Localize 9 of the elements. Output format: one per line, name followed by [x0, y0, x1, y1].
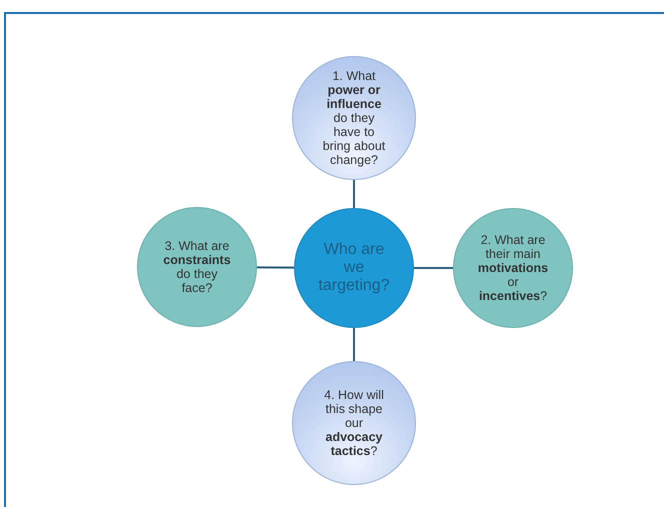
circle-text: 3. What are constraints do they face? — [162, 239, 232, 295]
connector-line — [353, 180, 355, 208]
circle-text: 1. What power or influence do they have to bring about change? — [322, 69, 386, 167]
circle-text: 2. What are their main motivations or incentives? — [476, 233, 550, 303]
circle-text: 4. How will this shape our advocacy tactics? — [323, 388, 385, 458]
connector-line — [414, 267, 453, 269]
circle-text: Who are we targeting? — [317, 241, 391, 295]
connector-line — [257, 266, 294, 269]
connector-line — [353, 328, 355, 361]
